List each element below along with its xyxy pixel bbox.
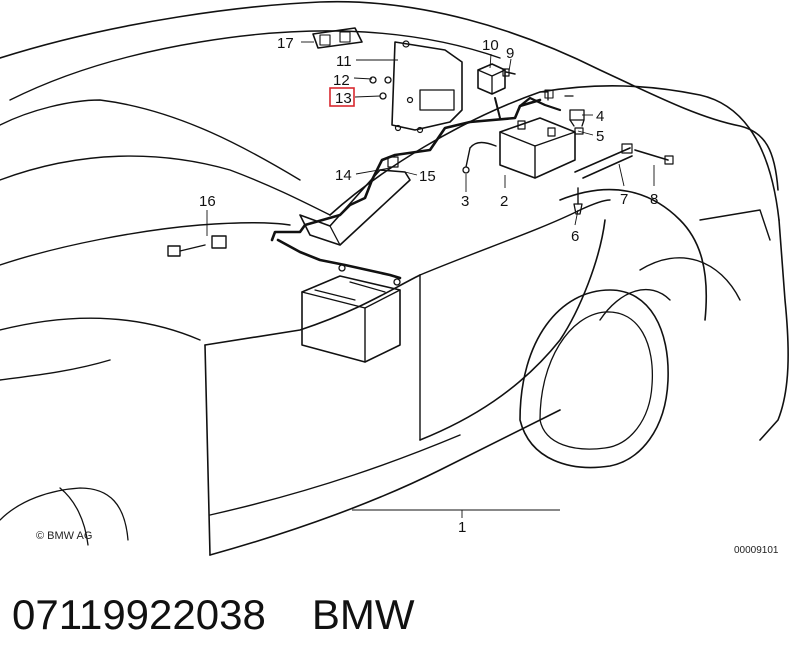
parts-diagram: 17 11 12 13 10 9 4 5 14 15 3 2 7 8 16 6 … — [0, 0, 789, 556]
leader-lines — [206, 41, 655, 518]
callout-15: 15 — [419, 168, 436, 185]
callout-3: 3 — [461, 193, 469, 210]
footer: 07119922038 BMW — [12, 580, 414, 650]
callout-6: 6 — [571, 228, 579, 245]
callout-9: 9 — [506, 45, 514, 62]
callout-10: 10 — [482, 37, 499, 54]
copyright-notice: © BMW AG — [36, 530, 92, 542]
diagram-number: 00009101 — [734, 545, 779, 556]
callout-14: 14 — [335, 167, 352, 184]
callout-11: 11 — [336, 53, 352, 70]
callout-13-highlight — [329, 87, 355, 107]
cable-channel-bracket — [299, 156, 411, 246]
screw-part-9 — [502, 68, 516, 77]
relay — [477, 63, 506, 95]
callout-12: 12 — [333, 72, 350, 89]
part-number: 07119922038 — [12, 591, 266, 638]
front-battery — [462, 117, 576, 179]
control-module-bracket — [391, 40, 463, 134]
sensor-lead — [167, 235, 227, 257]
callout-7: 7 — [620, 191, 628, 208]
wiring-harness — [270, 96, 562, 280]
right-side-hardware — [539, 89, 674, 215]
fuse-holder — [312, 27, 363, 49]
rear-battery — [301, 264, 401, 363]
callout-2: 2 — [500, 193, 508, 210]
callout-13: 13 — [335, 90, 352, 107]
callout-8: 8 — [650, 191, 658, 208]
callout-17: 17 — [277, 35, 294, 52]
callout-16: 16 — [199, 193, 216, 210]
fasteners — [369, 76, 392, 100]
callout-1: 1 — [458, 519, 466, 536]
callout-labels: 17 11 12 13 10 9 4 5 14 15 3 2 7 8 16 6 … — [199, 35, 658, 536]
car-body-outline — [0, 0, 789, 556]
callout-5: 5 — [596, 128, 604, 145]
callout-4: 4 — [596, 108, 604, 125]
brand-name: BMW — [311, 591, 415, 638]
